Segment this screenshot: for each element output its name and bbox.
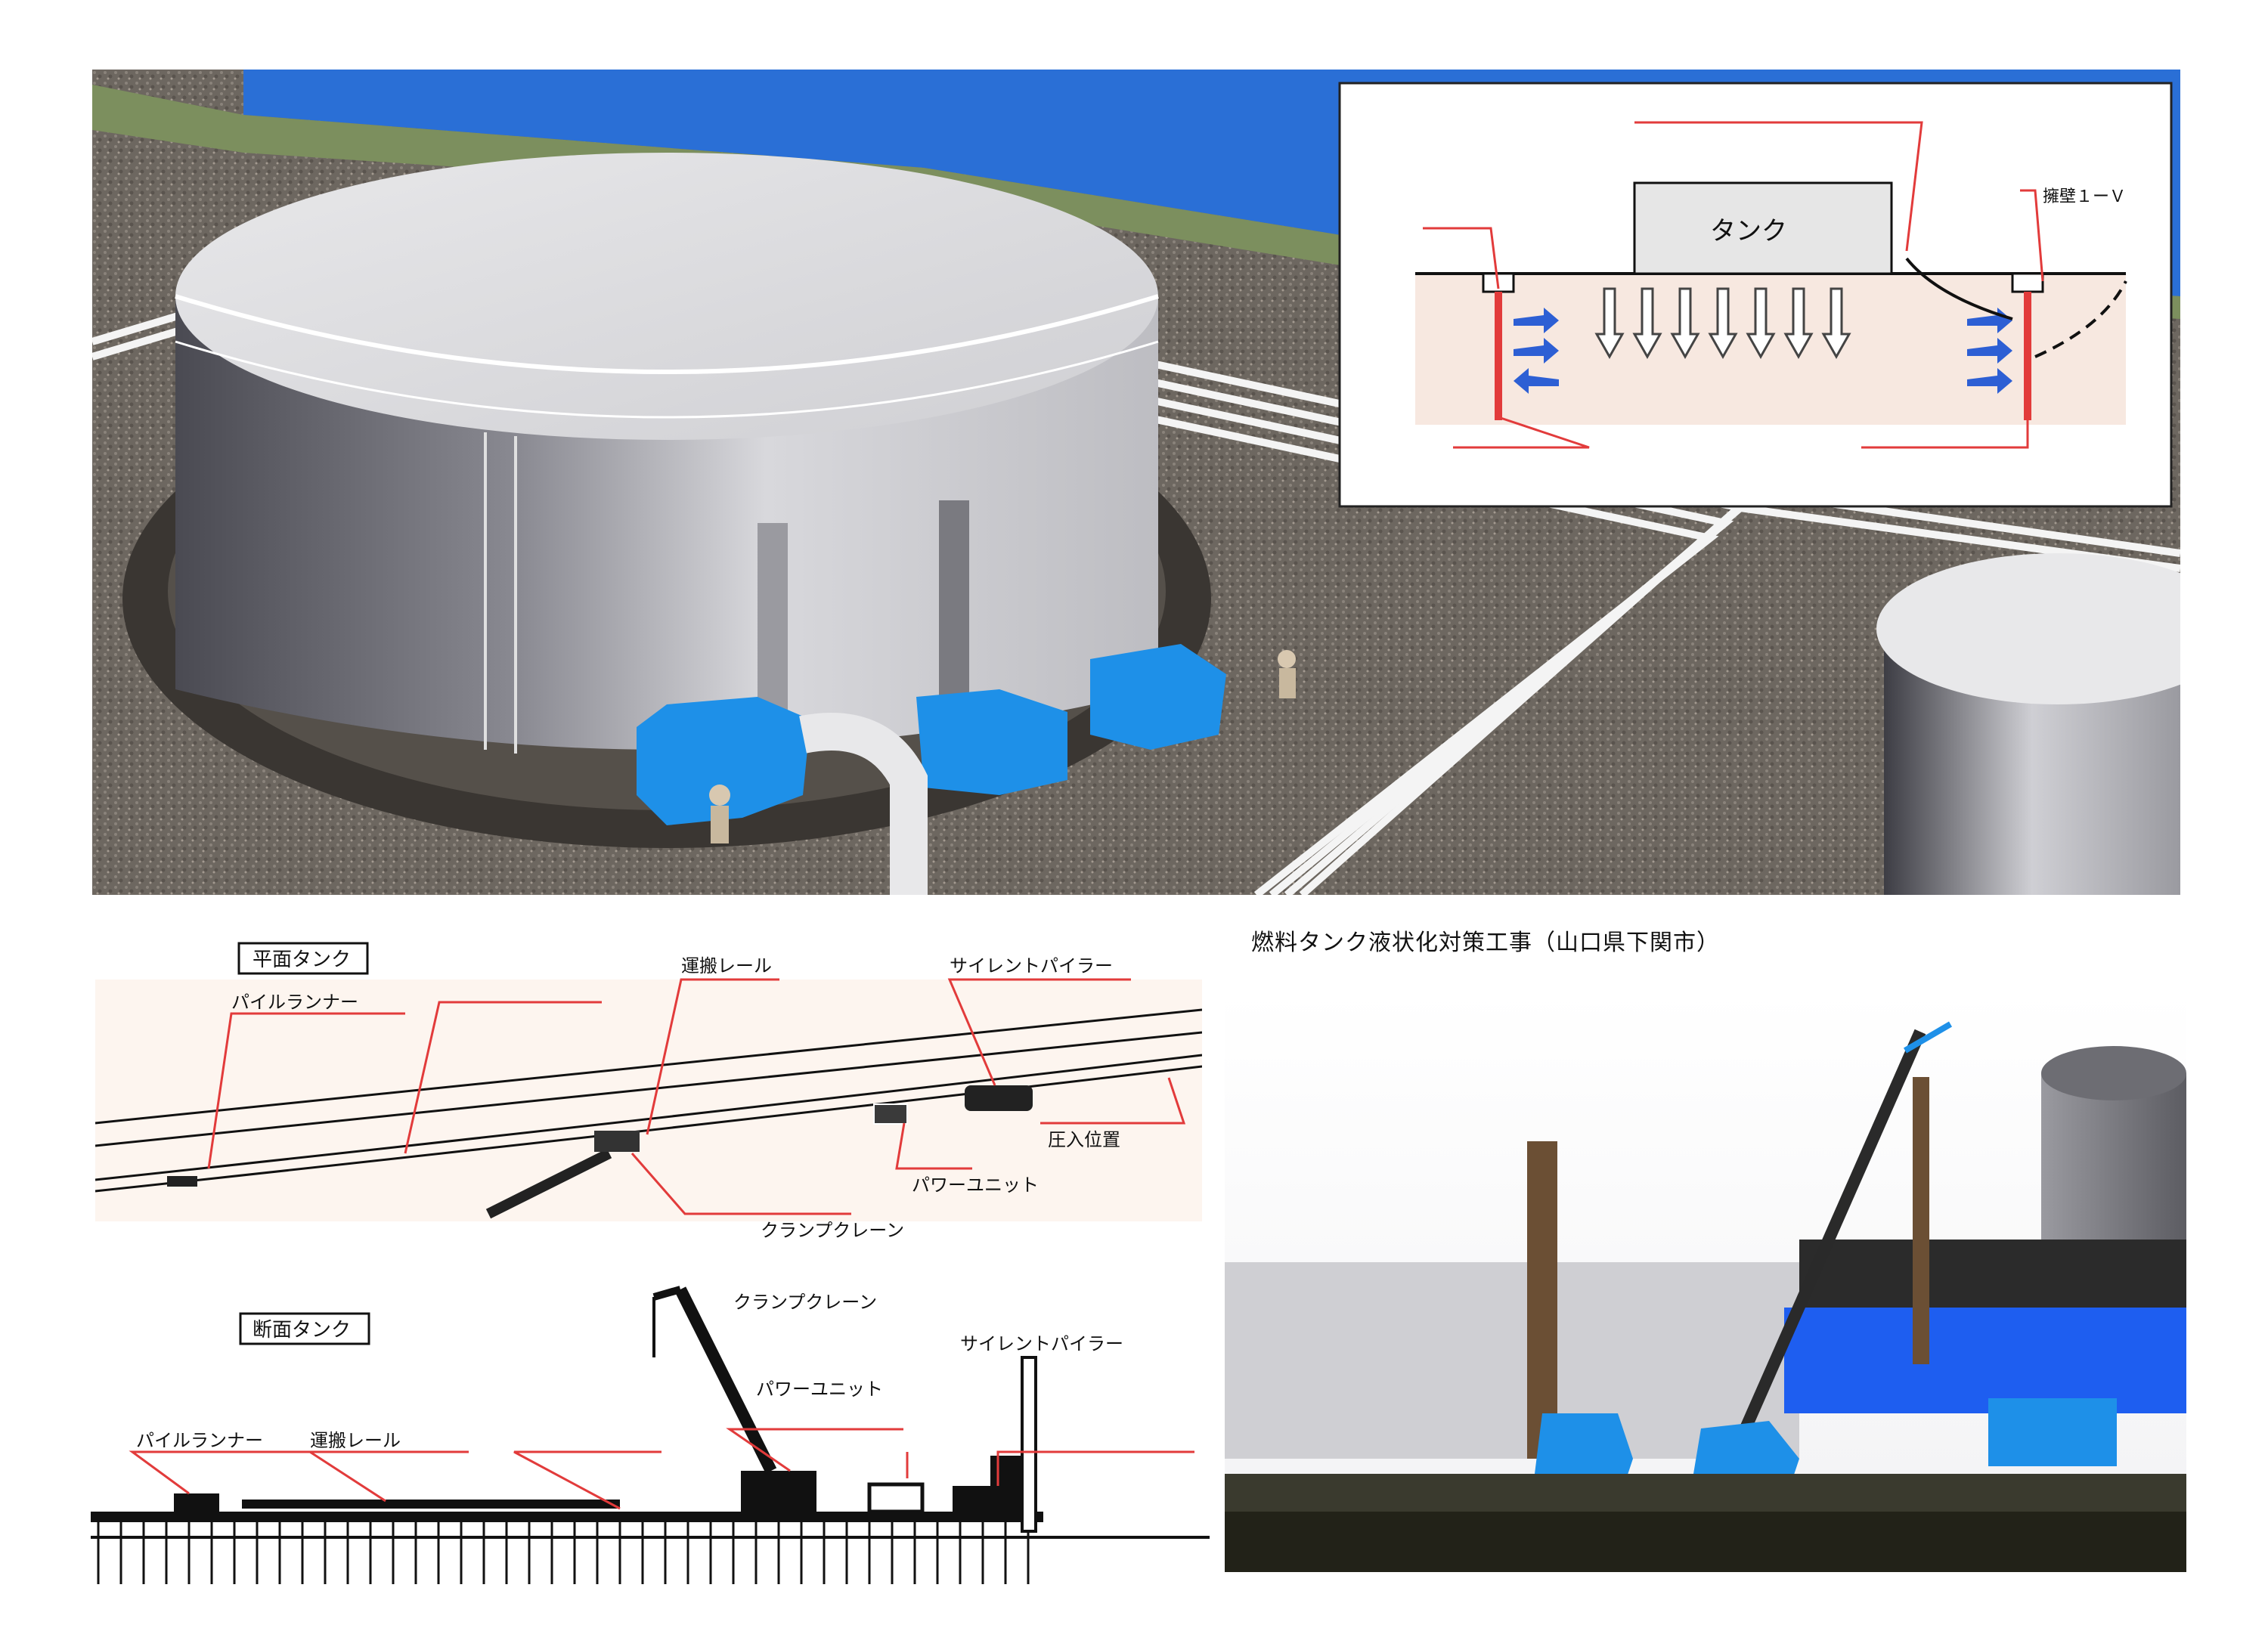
elevation-view-svg: 断面タンク (91, 1267, 1210, 1584)
plan-view-diagram: 平面タンク パイルランナー 運搬レール サイレントパイラー 圧入位置 パワーユニ… (95, 927, 1202, 1244)
photo-power-unit (1988, 1398, 2117, 1466)
elev-carried-pile (242, 1500, 620, 1509)
worker-figure (709, 785, 730, 806)
settlement-arrows (1594, 287, 1851, 360)
elev-clamp-crane (652, 1286, 816, 1512)
worker-figure (1278, 650, 1296, 668)
inset-tank-box (1633, 181, 1893, 275)
photo-pile (1527, 1141, 1557, 1459)
plan-silent-piler (965, 1085, 1033, 1111)
photo-structure (1799, 1240, 2186, 1308)
elev-label-rail: 運搬レール (310, 1430, 401, 1451)
elev-label-pile-runner: パイルランナー (136, 1430, 263, 1451)
plan-tag-box (237, 942, 369, 975)
tank-ladder (484, 432, 517, 754)
elev-rail-beam (91, 1512, 1043, 1522)
photo-blue-tarp (1784, 1308, 2186, 1413)
main-tank-roof (175, 153, 1158, 440)
site-photo-svg (1225, 990, 2186, 1572)
plan-label-power-unit: パワーユニット (912, 1175, 1039, 1196)
elev-silent-piler (953, 1356, 1037, 1533)
second-tank-roof (1876, 553, 2180, 704)
inset-right-label: 擁壁１ーＶ (2043, 187, 2126, 206)
lateral-arrows (1514, 308, 2012, 394)
elev-tag: 断面タンク (253, 1319, 351, 1342)
plan-label-press-in: 圧入位置 (1048, 1129, 1120, 1150)
plan-leaders (207, 978, 1186, 1215)
elev-power-unit (867, 1482, 925, 1514)
site-photo (1225, 990, 2186, 1572)
photo-tank-wall (1225, 1262, 1799, 1459)
photo-caption: 燃料タンク液状化対策工事（山口県下関市） (1251, 930, 1720, 956)
plan-clamp-crane (594, 1131, 640, 1152)
inset-tank-label: タンク (1710, 216, 1787, 246)
plan-pile-runner (167, 1176, 197, 1187)
inset-diagram: タンク (1338, 82, 2173, 508)
pipe-elbow (799, 713, 928, 895)
plan-crane-boom (485, 1148, 612, 1219)
plan-label-rail: 運搬レール (681, 955, 772, 976)
power-unit-machine (1090, 644, 1226, 750)
steel-pile (939, 500, 969, 727)
inset-leaders (1423, 121, 2044, 449)
plan-view-svg: 平面タンク パイルランナー 運搬レール サイレントパイラー 圧入位置 パワーユニ… (95, 927, 1202, 1244)
plan-tag: 平面タンク (253, 949, 351, 971)
elev-label-clamp-crane: クランプクレーン (733, 1292, 877, 1313)
elev-sheet-piles (97, 1522, 1030, 1584)
elev-tag-box (239, 1312, 370, 1345)
silent-piler-machine (637, 697, 810, 825)
elev-label-power-unit: パワーユニット (756, 1379, 883, 1400)
plan-power-unit (873, 1103, 908, 1125)
silent-piler-machine (916, 689, 1067, 795)
elev-label-silent-piler: サイレントパイラー (960, 1333, 1123, 1354)
photo-crane-boom (1733, 1029, 1926, 1447)
sheet-pile-right (2024, 292, 2031, 420)
tank-rendering-svg: タンク (92, 70, 2180, 895)
plan-label-clamp-crane: クランプクレーン (761, 1220, 904, 1241)
plan-label-pile-runner: パイルランナー (231, 992, 358, 1013)
photo-pile (1913, 1077, 1929, 1364)
elev-pile-runner (174, 1493, 219, 1512)
plan-label-silent-piler: サイレントパイラー (950, 955, 1113, 976)
elevation-view-diagram: 断面タンク (91, 1267, 1210, 1584)
elev-leaders (129, 1428, 1194, 1510)
tank-rendering: タンク (92, 70, 2180, 895)
sheet-pile-left (1495, 292, 1502, 420)
